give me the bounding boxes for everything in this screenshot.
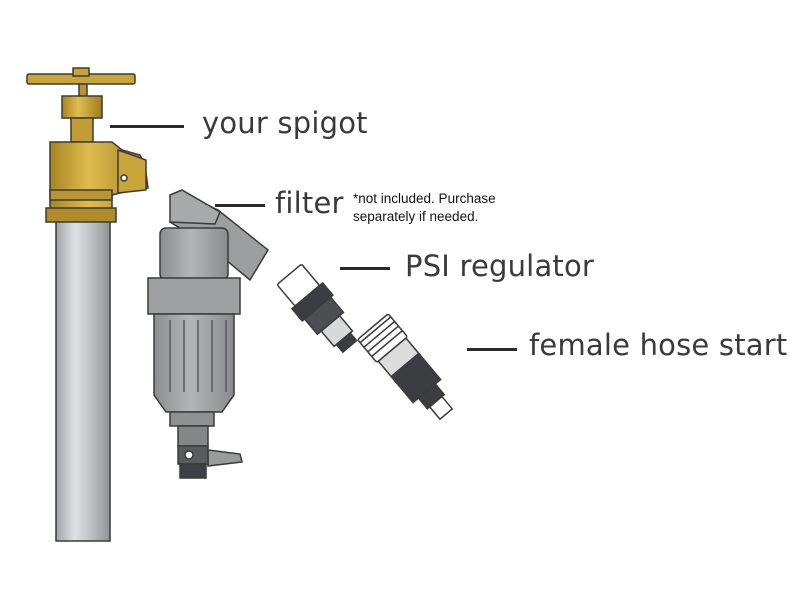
- filter-note-line2: separately if needed.: [353, 209, 479, 224]
- hose-start-illustration: [357, 313, 454, 421]
- label-filter: filter: [275, 186, 344, 220]
- label-your-spigot: your spigot: [202, 106, 368, 140]
- filter-note-line1: *not included. Purchase: [353, 191, 496, 206]
- label-female-hose-start: female hose start: [529, 328, 788, 362]
- leader-line-spigot: [110, 125, 184, 128]
- leader-line-filter: [215, 204, 265, 207]
- psi-regulator-illustration: [277, 264, 358, 354]
- label-psi-regulator: PSI regulator: [405, 249, 595, 283]
- leader-line-hose-start: [467, 348, 517, 351]
- filter-illustration: [147, 189, 269, 479]
- leader-line-regulator: [340, 267, 390, 270]
- spigot-illustration: [26, 67, 149, 542]
- pipe: [55, 214, 111, 542]
